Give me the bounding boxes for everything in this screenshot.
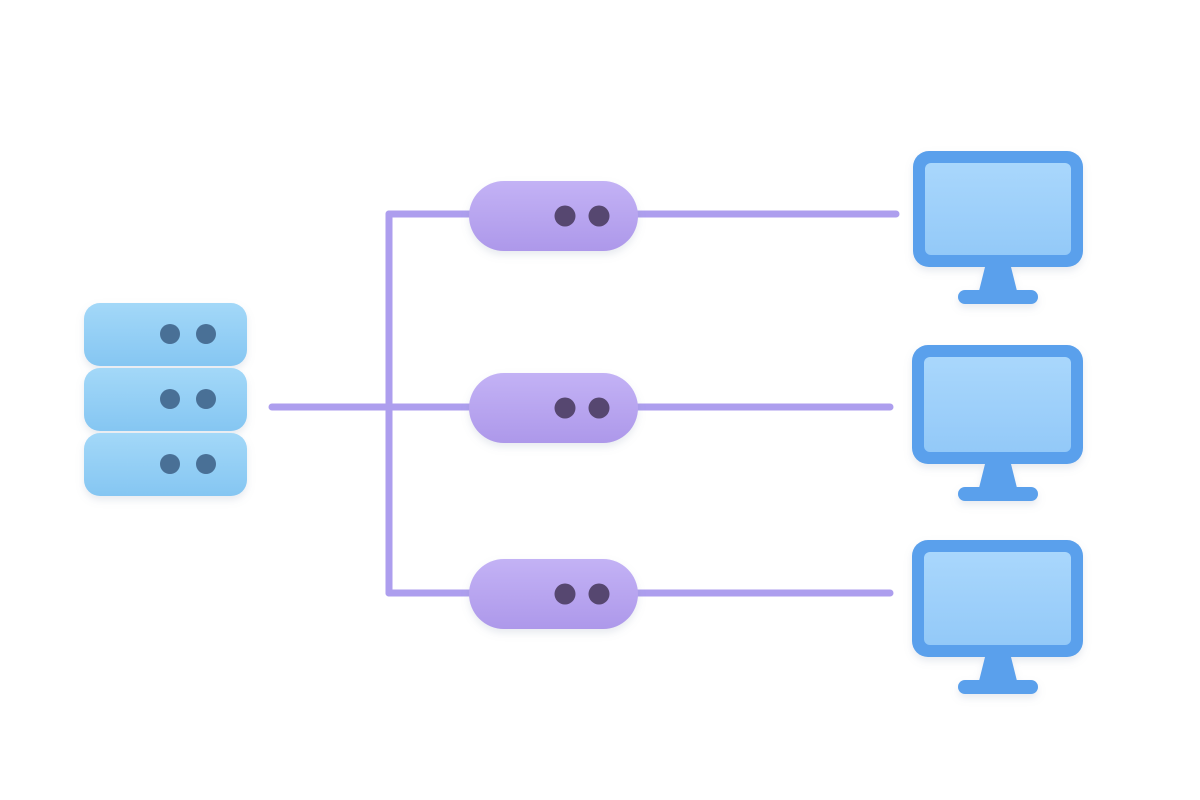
server-led — [196, 324, 216, 344]
connector-lines — [268, 210, 900, 597]
server-led — [160, 389, 180, 409]
server-led — [196, 454, 216, 474]
server-icon — [84, 303, 247, 496]
network-adapter-icon — [469, 373, 638, 443]
server-led — [160, 324, 180, 344]
monitor-icon — [913, 151, 1083, 304]
monitor-icon — [912, 345, 1083, 501]
monitor-icon — [912, 540, 1083, 694]
network-adapter-icon — [469, 181, 638, 251]
server-led — [160, 454, 180, 474]
server-led — [196, 389, 216, 409]
network-adapter-icon — [469, 559, 638, 629]
